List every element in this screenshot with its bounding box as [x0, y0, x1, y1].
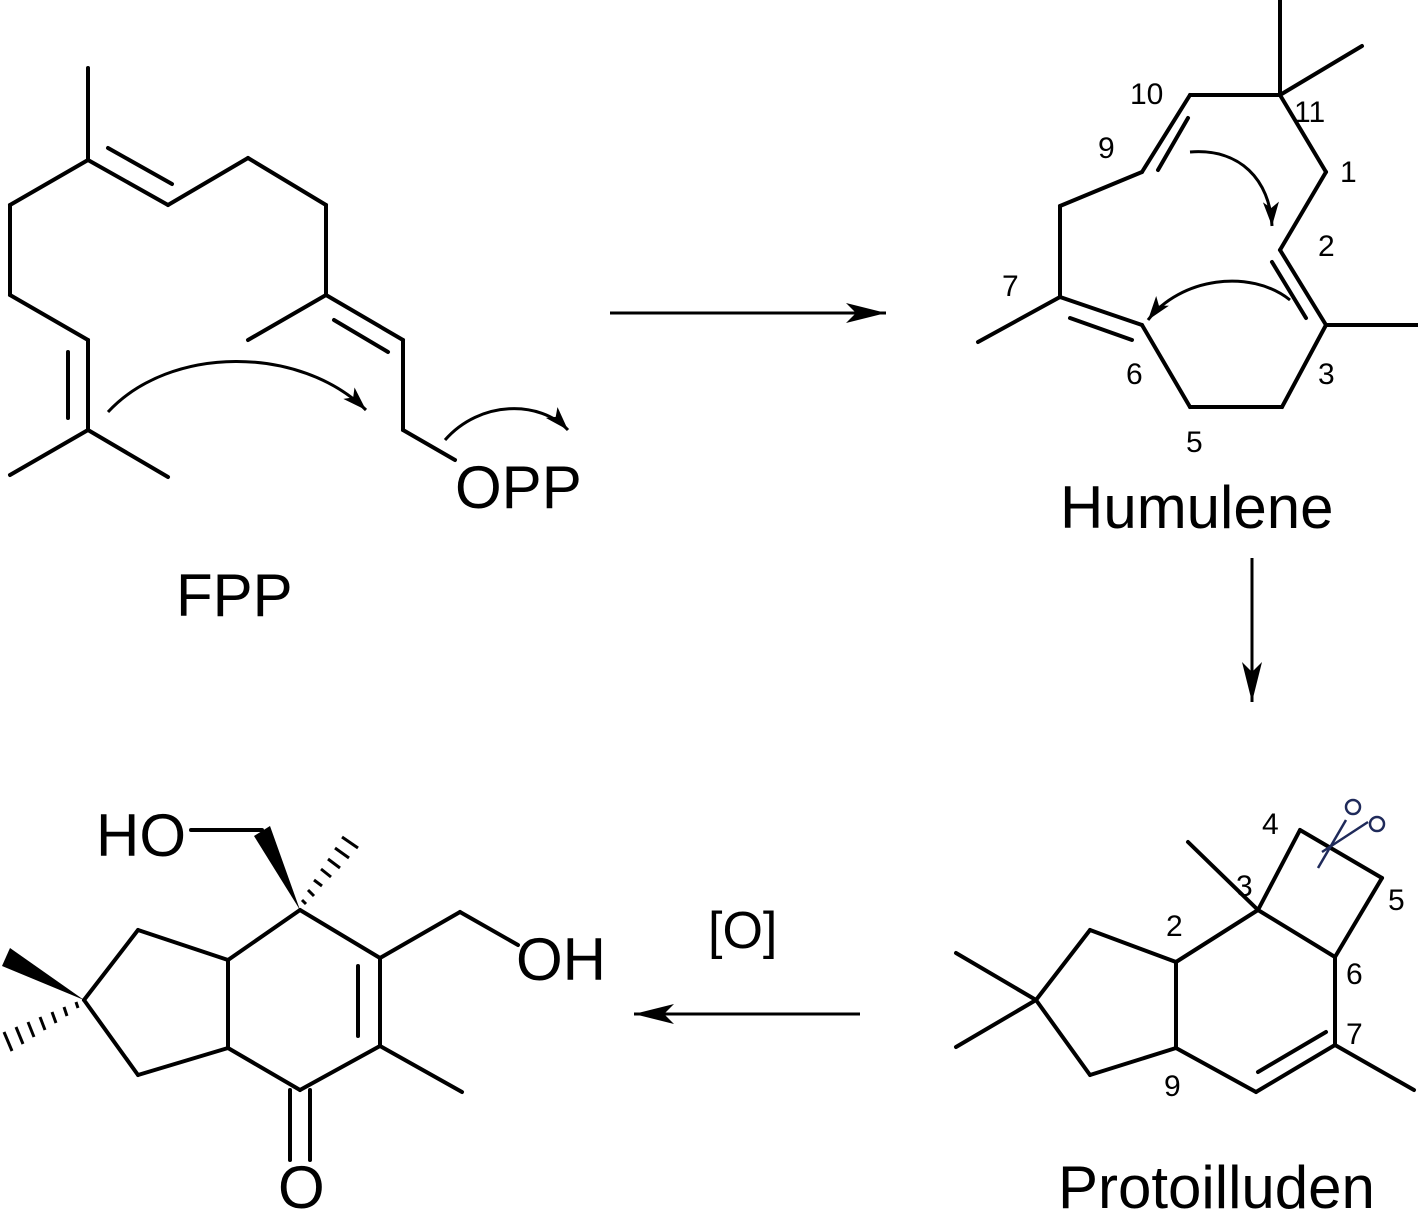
humulene-locant-3: 3 — [1318, 358, 1335, 391]
oxidation-condition: [O] — [708, 902, 777, 960]
protoilluden-locant-4: 4 — [1262, 808, 1279, 841]
protoilluden-locant-6: 6 — [1346, 958, 1363, 991]
hydroxyl-right: OH — [516, 926, 606, 993]
humulene-locant-2: 2 — [1318, 230, 1335, 263]
wedge-bond — [254, 826, 300, 910]
humulene-locant-10: 10 — [1130, 78, 1163, 111]
fpp-label: FPP — [176, 562, 293, 629]
humulene-label: Humulene — [1060, 474, 1334, 541]
protoilluden-structure: 4 3 5 2 6 7 9 — [954, 798, 1416, 1103]
humulene-locant-1: 1 — [1340, 156, 1357, 189]
protoilluden-locant-9: 9 — [1164, 1070, 1181, 1103]
protoilluden-locant-5: 5 — [1388, 884, 1405, 917]
humulene-structure: 10 11 9 1 2 7 6 3 5 — [976, 0, 1418, 459]
protoilluden-locant-2: 2 — [1166, 910, 1183, 943]
fpp-structure: OPP — [8, 66, 582, 521]
humulene-locant-6: 6 — [1126, 358, 1143, 391]
scissors-icon — [1316, 798, 1386, 869]
humulene-locant-5: 5 — [1186, 426, 1203, 459]
product-structure: HO OH O — [2, 802, 606, 1212]
hydroxyl-left: HO — [96, 802, 186, 869]
hashed-bond-upper — [300, 835, 359, 906]
humulene-locant-11: 11 — [1294, 96, 1325, 129]
fpp-leaving-group: OPP — [455, 454, 582, 521]
humulene-locant-7: 7 — [1002, 270, 1019, 303]
wedge-bond-left — [2, 948, 84, 1000]
carbonyl-oxygen: O — [278, 1154, 325, 1212]
humulene-locant-9: 9 — [1098, 132, 1115, 165]
protoilluden-locant-7: 7 — [1346, 1018, 1363, 1051]
protoilluden-label: Protoilluden — [1058, 1154, 1375, 1212]
hashed-bond-lower — [2, 1001, 80, 1052]
protoilluden-locant-3: 3 — [1236, 870, 1253, 903]
